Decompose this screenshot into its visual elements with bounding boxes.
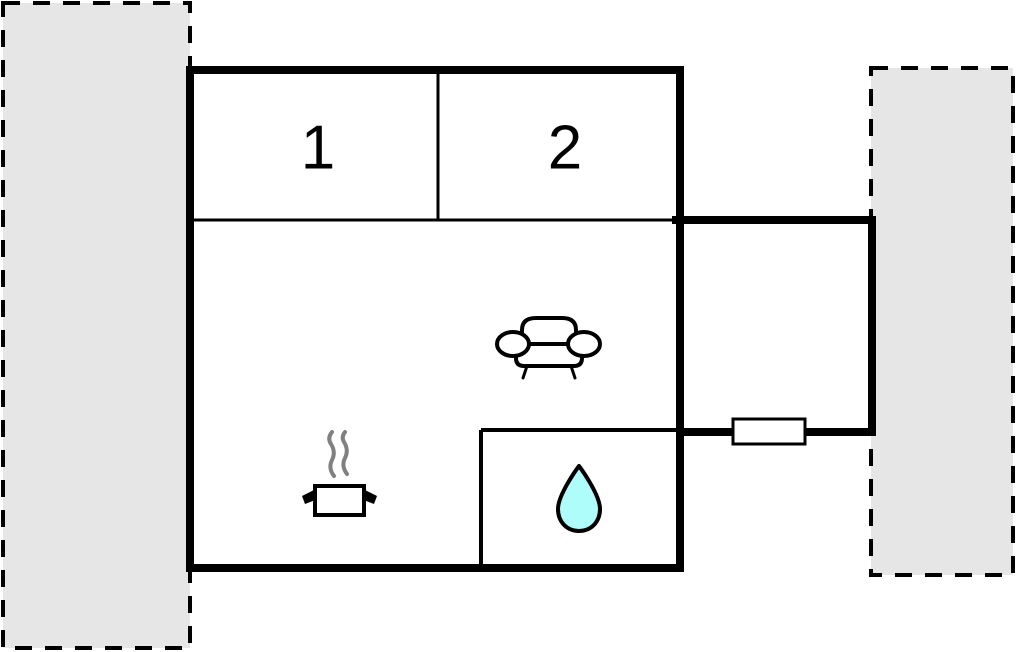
sofa-arm-left [495, 330, 531, 358]
pot-body [313, 484, 366, 517]
adjacent-unit-left [1, 1, 192, 650]
sofa-icon [495, 316, 602, 380]
window-opening-rect[interactable] [731, 417, 807, 446]
window-opening[interactable] [731, 417, 807, 446]
water-drop-icon [556, 464, 602, 533]
room-number-2: 2 [548, 113, 582, 182]
sofa-arm-right [566, 330, 602, 358]
steam-lines [327, 430, 349, 478]
steam-line-left [327, 430, 336, 478]
room-number-1: 1 [301, 113, 335, 182]
interior-walls-group [190, 70, 680, 568]
sofa-leg-left [521, 364, 529, 380]
steam-line-right [340, 430, 349, 476]
room-labels-group: 1 2 [301, 113, 582, 182]
sofa-leg-right [569, 364, 577, 380]
exterior-wall-main [186, 66, 684, 572]
unit-interior-fill [190, 70, 872, 568]
sofa-backrest [520, 316, 578, 346]
adjacent-unit-right [869, 66, 1015, 577]
cooking-pot-icon [302, 430, 377, 517]
water-drop-shape [556, 464, 602, 533]
